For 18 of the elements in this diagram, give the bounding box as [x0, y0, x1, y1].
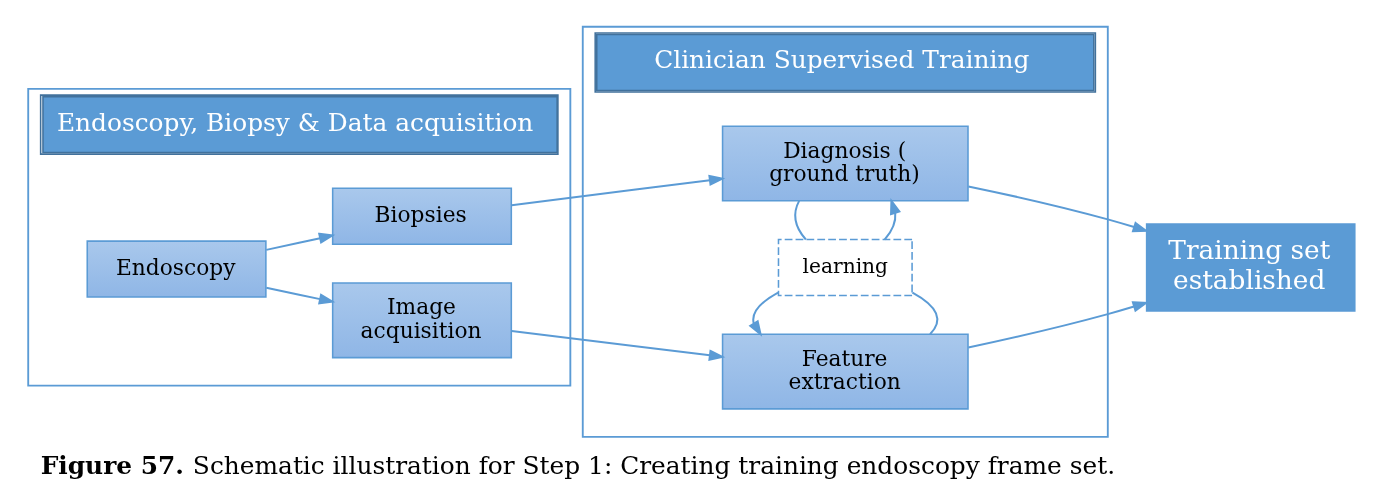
arrow — [883, 197, 901, 241]
node-box: Feature extraction — [721, 333, 969, 410]
node-box: learning — [777, 238, 913, 297]
arrow — [748, 291, 779, 337]
arrow — [265, 286, 335, 305]
arrow — [967, 301, 1149, 349]
arrow — [511, 330, 725, 361]
node-box: Training set established — [1145, 223, 1356, 312]
arrow — [967, 185, 1149, 233]
connector — [793, 200, 807, 241]
node-box: Biopsies — [331, 187, 512, 245]
node-box: Image acquisition — [331, 282, 512, 359]
arrow — [265, 232, 335, 251]
connector — [911, 291, 938, 335]
node-box: Diagnosis ( ground truth) — [721, 125, 969, 202]
caption: Figure 57. Schematic illustration for Step 1: Creating training endoscopy frame set. — [40, 450, 1115, 480]
node-box: Endoscopy — [85, 240, 267, 298]
arrow — [511, 174, 725, 207]
